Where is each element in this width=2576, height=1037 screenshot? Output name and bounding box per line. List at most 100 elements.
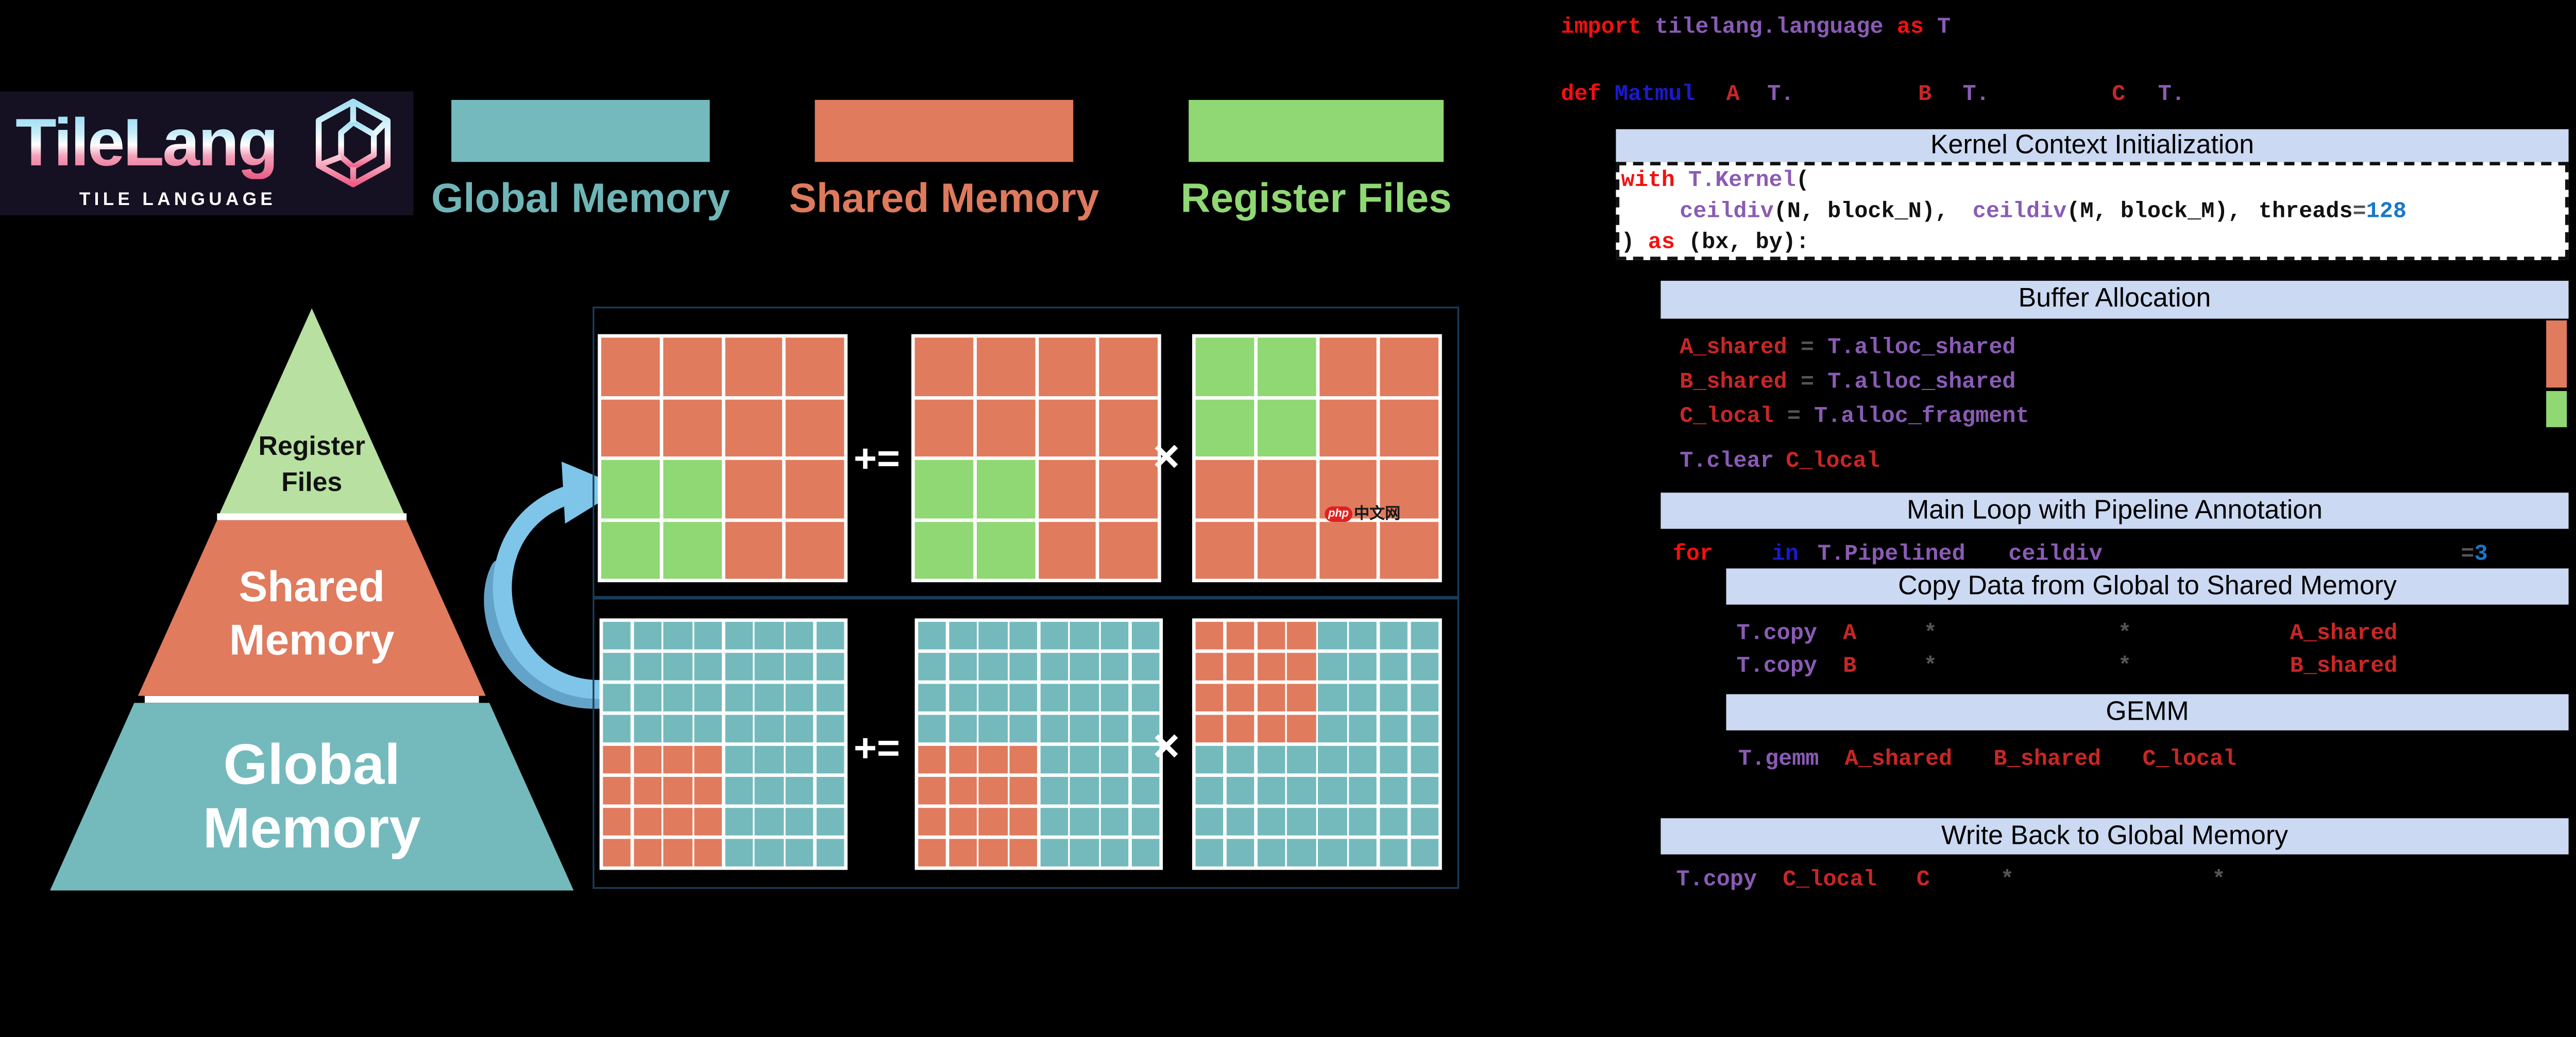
- code-token: =: [2352, 198, 2366, 224]
- memory-cell: [1257, 807, 1285, 836]
- tilelang-logo-panel: TileLang TILE LANGUAGE: [0, 91, 414, 215]
- code-token: for: [1672, 540, 1714, 567]
- memory-cell: [1318, 745, 1347, 774]
- memory-cell: [918, 684, 946, 712]
- memory-cell: [1226, 653, 1255, 682]
- code-token: C: [2112, 81, 2126, 107]
- code-token: T.Kernel: [1688, 167, 1796, 193]
- memory-cell: [1101, 776, 1129, 805]
- memory-cell: [664, 684, 692, 712]
- pyramid-label-line: Memory: [202, 795, 421, 860]
- code-token: C_local: [1680, 403, 1774, 429]
- memory-cell: [1099, 460, 1158, 518]
- memory-cell: [1195, 745, 1224, 774]
- section-header-gemm: GEMM: [1726, 694, 2569, 730]
- code-token: A_shared: [2290, 620, 2398, 646]
- memory-cell: [755, 684, 784, 712]
- memory-cell: [1101, 745, 1129, 774]
- memory-cell: [914, 521, 973, 579]
- memory-cell: [1318, 684, 1347, 712]
- memory-cell: [601, 399, 659, 457]
- code-line-with-kernel: with T.Kernel(: [1621, 167, 1809, 193]
- section-header-buffer-allocation: Buffer Allocation: [1660, 281, 2569, 319]
- memory-cell: [664, 653, 692, 682]
- memory-cell: [724, 521, 783, 579]
- memory-cell: [918, 715, 946, 743]
- memory-cell: [1038, 460, 1096, 518]
- memory-cell: [786, 807, 814, 836]
- memory-cell: [976, 399, 1035, 457]
- memory-cell: [948, 838, 977, 866]
- memory-cell: [663, 521, 721, 579]
- memory-cell: [816, 684, 844, 712]
- memory-cell: [786, 745, 814, 774]
- memory-cell: [1070, 715, 1099, 743]
- code-line-alloc-a: A_shared = T.alloc_shared: [1680, 334, 2015, 360]
- memory-cell: [918, 776, 946, 805]
- memory-cell: [603, 838, 631, 866]
- code-token: T.: [2158, 81, 2185, 107]
- memory-cell: [1410, 715, 1439, 743]
- memory-cell: [663, 337, 721, 396]
- shared-memory-mini-swatch: [2546, 320, 2567, 388]
- code-token: *: [2117, 620, 2132, 646]
- memory-cell: [816, 776, 844, 805]
- memory-cell: [1195, 399, 1254, 457]
- section-header-kernel-context: Kernel Context Initialization: [1616, 129, 2569, 162]
- memory-cell: [1257, 776, 1285, 805]
- memory-cell: [948, 653, 977, 682]
- memory-cell: [694, 715, 722, 743]
- php-watermark-badge: php: [1325, 506, 1352, 522]
- memory-cell: [755, 622, 784, 651]
- code-token: =: [1801, 334, 1815, 360]
- memory-cell: [816, 715, 844, 743]
- code-token: C: [1916, 866, 1930, 893]
- memory-cell: [1226, 715, 1255, 743]
- memory-cell: [816, 622, 844, 651]
- code-token: 3: [2474, 540, 2488, 567]
- memory-cell: [633, 715, 662, 743]
- memory-cell: [979, 807, 1007, 836]
- code-line-alloc-c: C_local = T.alloc_fragment: [1680, 403, 2029, 429]
- memory-cell: [1101, 838, 1129, 866]
- code-token: T.: [1767, 81, 1794, 107]
- memory-cell: [1195, 776, 1224, 805]
- memory-cell: [755, 653, 784, 682]
- memory-cell: [601, 521, 659, 579]
- memory-cell: [1131, 653, 1160, 682]
- memory-cell: [694, 653, 722, 682]
- code-token: ceildiv: [2008, 540, 2103, 567]
- memory-cell: [786, 521, 844, 579]
- memory-cell: [948, 776, 977, 805]
- memory-cell: [1101, 715, 1129, 743]
- memory-cell: [755, 807, 784, 836]
- pyramid-divider: [217, 513, 407, 520]
- memory-cell: [1009, 715, 1038, 743]
- matrix-a-shared-tile: [914, 618, 1163, 870]
- tilelang-gem-icon: [315, 98, 391, 188]
- memory-cell: [1040, 838, 1068, 866]
- memory-cell: [918, 653, 946, 682]
- memory-cell: [1287, 684, 1316, 712]
- memory-cell: [786, 838, 814, 866]
- memory-cell: [724, 745, 753, 774]
- memory-cell: [1226, 622, 1255, 651]
- memory-cell: [663, 399, 721, 457]
- memory-cell: [1379, 715, 1408, 743]
- memory-cell: [724, 337, 783, 396]
- code-token: *: [2000, 866, 2014, 893]
- memory-cell: [1195, 807, 1224, 836]
- memory-cell: [664, 807, 692, 836]
- memory-cell: [603, 745, 631, 774]
- code-token: T.copy: [1676, 866, 1757, 893]
- memory-cell: [724, 776, 753, 805]
- memory-cell: [1009, 807, 1038, 836]
- memory-cell: [1410, 776, 1439, 805]
- code-token: T.alloc_fragment: [1814, 403, 2029, 429]
- code-line-as-bx-by: ) as (bx, by):: [1621, 229, 1809, 255]
- memory-cell: [1101, 653, 1129, 682]
- memory-cell: [1195, 337, 1254, 396]
- memory-cell: [1379, 776, 1408, 805]
